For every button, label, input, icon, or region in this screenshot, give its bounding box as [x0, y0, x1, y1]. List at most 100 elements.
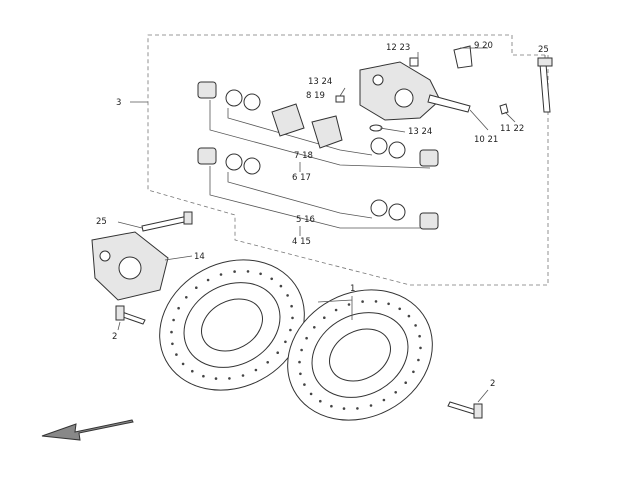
disc-drill-hole	[259, 272, 262, 276]
piston-lower-right	[419, 212, 439, 230]
disc-drill-hole	[313, 326, 316, 329]
leader-7-18a	[209, 100, 431, 169]
disc-drill-hole	[356, 407, 359, 410]
callout-12-23: 12 23	[386, 43, 410, 53]
disc-drill-hole	[181, 362, 185, 366]
lower-piston-set	[197, 147, 439, 230]
callout-2-right: 2	[490, 379, 495, 389]
disc-right-holes	[298, 300, 422, 410]
piston-upper-right	[419, 149, 439, 167]
disc-bolt-right	[447, 401, 483, 419]
disc-drill-hole	[214, 377, 218, 380]
arrow-shape	[41, 419, 134, 441]
callout-13-24-lower: 13 24	[408, 127, 432, 137]
leader-4-15a	[209, 166, 420, 229]
brake-pad-2	[311, 115, 343, 149]
disc-drill-hole	[407, 314, 411, 318]
leader-11-22	[504, 111, 516, 123]
disc-drill-hole	[195, 286, 198, 290]
disc-left-hub	[201, 298, 263, 352]
pad-spring	[453, 45, 473, 69]
disc-drill-hole	[382, 398, 386, 402]
callout-4-15: 4 15	[292, 237, 311, 247]
callout-1: 1	[350, 284, 355, 294]
caliper-upper-bore	[394, 88, 414, 108]
disc-drill-hole	[228, 377, 231, 380]
callout-9-20: 9 20	[474, 41, 493, 51]
caliper-14-port	[99, 250, 111, 262]
disc-drill-hole	[418, 334, 421, 338]
callout-3: 3	[116, 98, 121, 108]
caliper-14-bore	[118, 256, 142, 280]
disc-left-holes	[170, 270, 294, 380]
leader-14	[164, 255, 193, 261]
seal-lower-right-2	[388, 203, 406, 221]
seal-lower-left-2	[243, 157, 261, 175]
disc-drill-hole	[300, 348, 303, 352]
disc-drill-hole	[342, 407, 346, 410]
pad-pin	[427, 94, 471, 113]
callout-11-22: 11 22	[500, 124, 524, 134]
disc-bolt-right-shaft	[447, 401, 477, 415]
brake-disc-left	[159, 259, 305, 391]
disc-drill-hole	[171, 342, 174, 346]
piston-lower-left	[197, 147, 217, 165]
disc-drill-hole	[219, 273, 223, 276]
callout-6-17: 6 17	[292, 173, 311, 183]
disc-drill-hole	[330, 404, 333, 408]
bolt-shaft-upper	[539, 63, 551, 113]
bolt-head-lower	[183, 211, 193, 225]
bolt-head-upper	[537, 57, 553, 67]
callout-13-24-upper: 13 24	[308, 77, 332, 87]
disc-drill-hole	[241, 374, 245, 377]
disc-drill-hole	[206, 278, 210, 282]
disc-drill-hole	[191, 369, 194, 373]
bolt-25-upper	[537, 57, 553, 113]
leader-13-24b	[379, 127, 406, 133]
callout-25-upper: 25	[538, 45, 549, 55]
disc-drill-hole	[404, 381, 408, 385]
disc-drill-hole	[298, 360, 301, 364]
disc-drill-hole	[175, 353, 178, 356]
disc-drill-hole	[347, 303, 351, 306]
disc-drill-hole	[284, 340, 287, 344]
disc-drill-hole	[398, 307, 402, 311]
leader-25b	[117, 221, 143, 229]
disc-drill-hole	[303, 383, 306, 386]
disc-drill-hole	[369, 404, 373, 407]
callout-8-19: 8 19	[306, 91, 325, 101]
piston-upper-left	[197, 81, 217, 99]
caliper-upper	[335, 45, 509, 132]
disc-right-hub	[329, 328, 391, 382]
disc-drill-hole	[417, 358, 420, 362]
callout-10-21: 10 21	[474, 135, 498, 145]
disc-drill-hole	[309, 392, 313, 396]
disc-drill-hole	[254, 368, 258, 372]
callout-5-16: 5 16	[296, 215, 315, 225]
pin-clip	[499, 103, 509, 115]
seal-upper-left-1	[225, 89, 243, 107]
leader-4-15b	[227, 172, 373, 219]
disc-bolt-left	[115, 305, 146, 325]
leader-2a	[117, 321, 121, 331]
bleed-screw	[409, 57, 419, 67]
disc-drill-hole	[394, 391, 398, 394]
disc-bolt-right-head	[473, 403, 483, 419]
disc-drill-hole	[286, 294, 289, 297]
callout-2-left: 2	[112, 332, 117, 342]
disc-drill-hole	[279, 284, 283, 288]
caliper-upper-port	[372, 74, 384, 86]
disc-drill-hole	[289, 328, 292, 332]
disc-drill-hole	[177, 306, 180, 310]
seal-lower-left-1	[225, 153, 243, 171]
leader-10-21	[469, 109, 489, 131]
front-direction-arrow-icon	[41, 419, 134, 441]
disc-drill-hole	[419, 346, 422, 350]
disc-drill-hole	[291, 316, 294, 320]
disc-drill-hole	[172, 318, 175, 322]
disc-drill-hole	[412, 370, 415, 374]
disc-drill-hole	[170, 330, 173, 334]
callout-25-lower: 25	[96, 217, 107, 227]
brake-pads	[271, 103, 343, 149]
